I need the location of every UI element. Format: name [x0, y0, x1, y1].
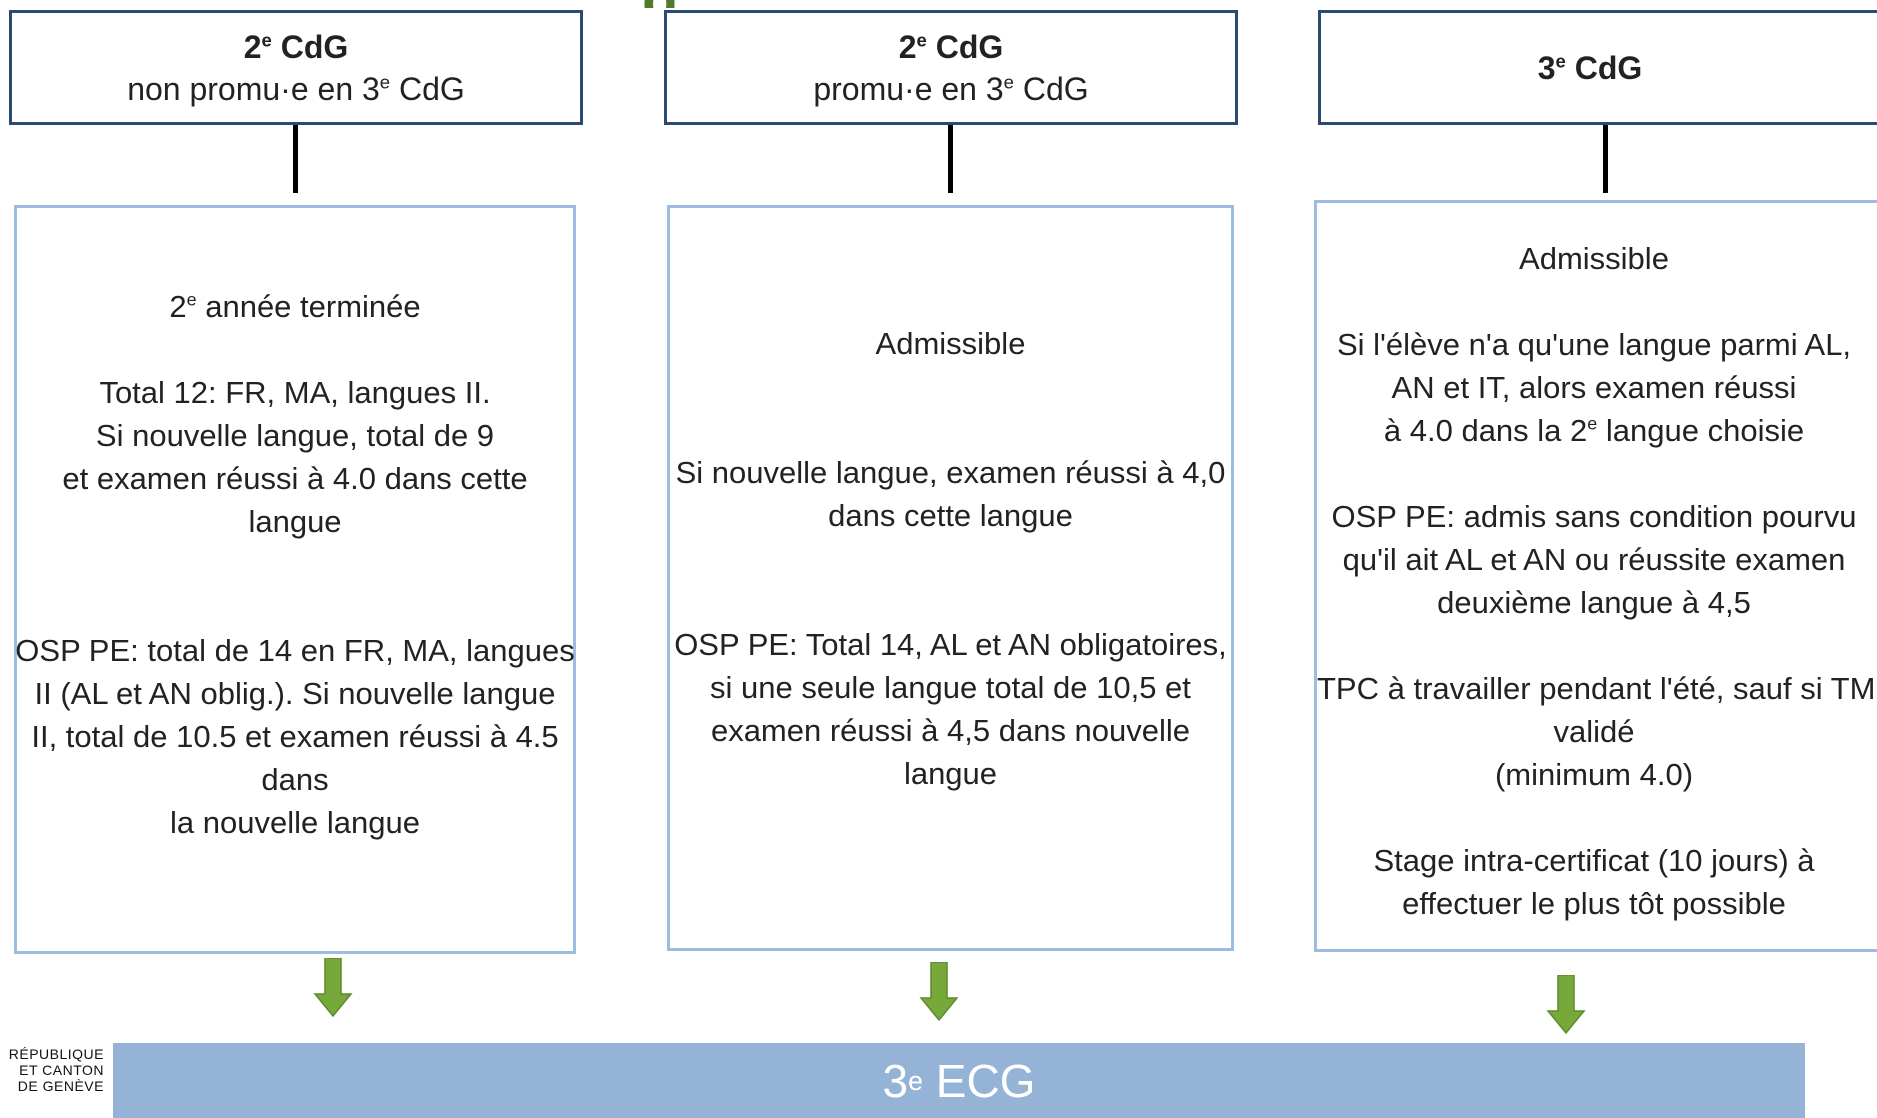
condition-admissible: Admissible: [1317, 237, 1871, 280]
text-line: II, total de 10.5 et examen réussi à 4.5: [31, 719, 559, 754]
down-arrow-icon: [919, 962, 959, 1022]
banner-ordinal: 3: [882, 1054, 909, 1107]
header-subtitle-end: CdG: [399, 70, 465, 107]
header-subtitle-end: CdG: [1022, 70, 1089, 107]
connector-line: [1603, 125, 1608, 193]
text-line: dans: [261, 762, 329, 797]
text-line: Stage intra-certificat (10 jours) à: [1373, 843, 1815, 878]
text-line: TPC à travailler pendant l'été, sauf si …: [1317, 671, 1876, 706]
text-line: Total 12: FR, MA, langues II.: [99, 375, 491, 410]
title-fragment: g: [642, 0, 682, 8]
text-line: si une seule langue total de 10,5 et: [710, 669, 1191, 705]
text-line: AN et IT, alors examen réussi: [1391, 370, 1797, 405]
text-line: qu'il ait AL et AN ou réussite examen: [1342, 542, 1846, 577]
connector-line: [948, 125, 953, 193]
text-line: validé: [1553, 714, 1635, 749]
condition-admissible: Admissible: [876, 322, 1026, 365]
header-3e-cdg: 3e CdG: [1318, 10, 1877, 125]
condition-stage: Stage intra-certificat (10 jours) à effe…: [1317, 839, 1871, 925]
text-line: Si nouvelle langue, examen réussi à 4,0: [675, 454, 1226, 490]
header-ordinal: 2: [243, 28, 262, 65]
header-name: CdG: [935, 28, 1004, 65]
text-line: langue: [903, 755, 998, 791]
text-sup: e: [1587, 413, 1598, 434]
condition-tpc: TPC à travailler pendant l'été, sauf si …: [1317, 667, 1876, 796]
header-subtitle-sup: e: [379, 70, 391, 92]
text-line: OSP PE: total de 14 en FR, MA, langues: [15, 633, 575, 668]
conditions-content: Admissible Si l'élève n'a qu'une langue …: [1317, 237, 1877, 925]
text-line: deuxième langue à 4,5: [1437, 585, 1751, 620]
text-line: langue: [248, 504, 342, 539]
header-ordinal-sup: e: [261, 28, 272, 50]
text-line: OSP PE: Total 14, AL et AN obligatoires,: [674, 626, 1227, 662]
conditions-box-3e-cdg: Admissible Si l'élève n'a qu'une langue …: [1314, 200, 1877, 952]
banner-name: ECG: [935, 1054, 1036, 1107]
header-ordinal: 3: [1537, 49, 1556, 86]
header-ordinal: 2: [898, 28, 917, 65]
header-title: 2e CdG: [244, 26, 349, 68]
down-arrow-icon: [313, 958, 353, 1018]
condition-year-completed: 2e année terminée: [169, 285, 420, 328]
header-subtitle-sup: e: [1003, 70, 1014, 92]
text-fragment: langue choisie: [1605, 413, 1805, 448]
logo-line: RÉPUBLIQUE: [8, 1046, 104, 1062]
header-ordinal-sup: e: [1555, 49, 1566, 71]
conditions-box-non-promu: 2e année terminée Total 12: FR, MA, lang…: [14, 205, 576, 954]
condition-osp-pe: OSP PE: admis sans condition pourvu qu'i…: [1317, 495, 1871, 624]
text-fragment: à 4.0 dans la 2: [1383, 413, 1588, 448]
republic-geneva-logo: RÉPUBLIQUE ET CANTON DE GENÈVE: [0, 1046, 104, 1094]
conditions-box-promu: Admissible Si nouvelle langue, examen ré…: [667, 205, 1234, 951]
text-line: (minimum 4.0): [1494, 757, 1694, 792]
logo-line: ET CANTON: [19, 1062, 104, 1078]
header-subtitle: non promu·e en 3e CdG: [127, 68, 465, 110]
text-line: OSP PE: admis sans condition pourvu: [1331, 499, 1857, 534]
text-line: Si nouvelle langue, total de 9: [95, 418, 495, 453]
text-line: Admissible: [875, 325, 1026, 361]
header-subtitle: promu·e en 3e CdG: [813, 68, 1088, 110]
text-line: Si l'élève n'a qu'une langue parmi AL,: [1336, 327, 1852, 362]
text-line: examen réussi à 4,5 dans nouvelle: [710, 712, 1191, 748]
down-arrow-icon: [1546, 975, 1586, 1035]
header-2e-cdg-non-promu: 2e CdG non promu·e en 3e CdG: [9, 10, 583, 125]
condition-totals: Total 12: FR, MA, langues II. Si nouvell…: [62, 371, 527, 543]
condition-osp-pe: OSP PE: Total 14, AL et AN obligatoires,…: [674, 623, 1227, 795]
header-title: 3e CdG: [1538, 47, 1643, 89]
text-line: à 4.0 dans la 2e langue choisie: [1317, 409, 1871, 452]
logo-line: DE GENÈVE: [17, 1078, 104, 1094]
header-name: CdG: [280, 28, 349, 65]
header-subtitle-text: non promu·e en 3: [127, 70, 380, 107]
header-name: CdG: [1574, 49, 1643, 86]
condition-osp-pe: OSP PE: total de 14 en FR, MA, langues I…: [15, 629, 574, 844]
condition-language: Si l'élève n'a qu'une langue parmi AL, A…: [1317, 323, 1871, 452]
header-title: 2e CdG: [899, 26, 1004, 68]
text-line: Admissible: [1519, 241, 1669, 276]
year-ordinal: 2: [169, 289, 187, 324]
header-ordinal-sup: e: [916, 28, 927, 50]
connector-line: [293, 125, 298, 193]
text-line: effectuer le plus tôt possible: [1402, 886, 1786, 921]
text-line: dans cette langue: [828, 497, 1073, 533]
year-text: année terminée: [205, 289, 421, 324]
text-line: et examen réussi à 4.0 dans cette: [62, 461, 528, 496]
condition-new-language: Si nouvelle langue, examen réussi à 4,0 …: [676, 451, 1226, 537]
text-line: II (AL et AN oblig.). Si nouvelle langue: [34, 676, 556, 711]
year-ordinal-sup: e: [186, 289, 197, 310]
text-line: la nouvelle langue: [170, 805, 420, 840]
header-2e-cdg-promu: 2e CdG promu·e en 3e CdG: [664, 10, 1238, 125]
header-subtitle-text: promu·e en 3: [813, 70, 1004, 107]
